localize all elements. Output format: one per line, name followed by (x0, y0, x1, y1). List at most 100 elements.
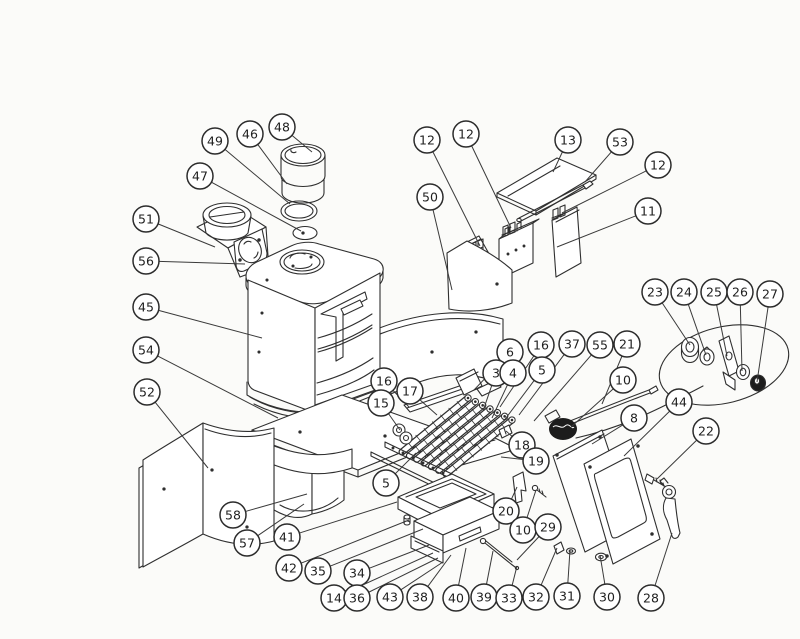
tray-bolt (403, 514, 411, 526)
leader-line (584, 151, 612, 183)
callout-circle (586, 331, 614, 359)
callout-number: 4 (509, 365, 517, 380)
callout-circle (726, 278, 754, 306)
callout-33-54: 33 (495, 565, 523, 612)
callout-circle (201, 127, 229, 155)
callout-number: 15 (373, 395, 389, 410)
callout-number: 44 (671, 394, 687, 409)
callout-23-16: 23 (641, 278, 691, 346)
callout-number: 56 (138, 253, 154, 268)
callout-50-15: 50 (416, 183, 453, 291)
retaining-clip (498, 424, 513, 439)
callout-number: 12 (650, 157, 666, 172)
callout-number: 53 (612, 134, 628, 149)
callout-circle (372, 469, 400, 497)
callout-number: 42 (281, 560, 297, 575)
callout-number: 37 (564, 336, 580, 351)
callout-circle (396, 377, 424, 405)
callout-circle (637, 584, 665, 612)
callout-circle (219, 501, 247, 529)
leader-line (154, 401, 209, 469)
callout-number: 36 (349, 590, 365, 605)
callout-29-41: 29 (516, 513, 562, 561)
callout-circle (406, 583, 434, 611)
leader-line (224, 148, 291, 205)
callout-16-22: 16 (499, 331, 555, 408)
callout-number: 50 (422, 189, 438, 204)
callout-number: 17 (402, 383, 418, 398)
gas-valve (544, 409, 577, 440)
brick-retaining-rod (516, 180, 594, 223)
brick-rear-panel (551, 206, 582, 278)
callout-57-43: 57 (233, 503, 305, 557)
leader-line (561, 170, 647, 214)
leader-line (157, 223, 216, 248)
callout-46-1: 46 (236, 120, 288, 185)
callout-circle (756, 280, 784, 308)
callout-number: 16 (533, 337, 549, 352)
leader-line (400, 561, 444, 591)
flue-collar (280, 143, 326, 204)
fixing-bolt (644, 473, 667, 488)
callout-circle (132, 336, 160, 364)
leader-line (157, 355, 279, 419)
callout-circle (606, 128, 634, 156)
callout-circle (499, 359, 527, 387)
callout-circle (528, 356, 556, 384)
front-fixing-rail (384, 441, 453, 480)
callout-34-47: 34 (343, 544, 430, 587)
callout-number: 6 (506, 344, 514, 359)
callout-circle (132, 205, 160, 233)
callout-circle (452, 120, 480, 148)
callout-20-39: 20 (492, 486, 520, 525)
callout-circle (553, 582, 581, 610)
callout-number: 26 (732, 284, 748, 299)
leader-line (567, 549, 571, 584)
leader-line (427, 554, 452, 587)
callout-number: 24 (676, 284, 692, 299)
callout-number: 45 (138, 299, 154, 314)
callout-4-27: 4 (491, 359, 527, 419)
callout-circle (620, 404, 648, 432)
leader-line (388, 413, 401, 431)
callout-circle (613, 330, 641, 358)
callout-number: 32 (528, 589, 544, 604)
leader-line (654, 532, 673, 586)
callout-circle (522, 583, 550, 611)
callout-40-52: 40 (442, 547, 470, 612)
callout-5-28: 5 (502, 356, 556, 423)
callout-24-17: 24 (670, 278, 707, 356)
callout-27-20: 27 (756, 280, 784, 383)
leader-line (591, 424, 624, 445)
callout-number: 48 (274, 119, 290, 134)
callout-circle (609, 366, 637, 394)
lower-fixing-strip (370, 451, 442, 491)
leader-line (623, 410, 671, 457)
callout-35-46: 35 (304, 528, 424, 585)
detail-oval (658, 324, 790, 406)
callout-number: 14 (326, 590, 342, 605)
front-apron (255, 437, 353, 475)
callout-number: 58 (225, 507, 241, 522)
leader-line (245, 493, 308, 512)
leader-line (419, 399, 438, 416)
leader-line (491, 384, 508, 419)
callout-circle (558, 330, 586, 358)
callout-circle (593, 583, 621, 611)
leader-line (432, 209, 453, 291)
callout-43-50: 43 (376, 561, 444, 611)
stove-door-aperture (320, 291, 368, 362)
callout-number: 43 (382, 589, 398, 604)
leader-line (486, 550, 494, 585)
callout-number: 57 (239, 535, 255, 550)
callout-circle (692, 417, 720, 445)
callout-51-4: 51 (132, 205, 216, 248)
leader-line (716, 304, 728, 357)
leader-line (656, 439, 698, 480)
leader-line (471, 145, 512, 229)
callout-number: 46 (242, 126, 258, 141)
callout-number: 38 (412, 589, 428, 604)
flue-gasket-ring (280, 200, 318, 222)
callout-number: 22 (698, 423, 714, 438)
